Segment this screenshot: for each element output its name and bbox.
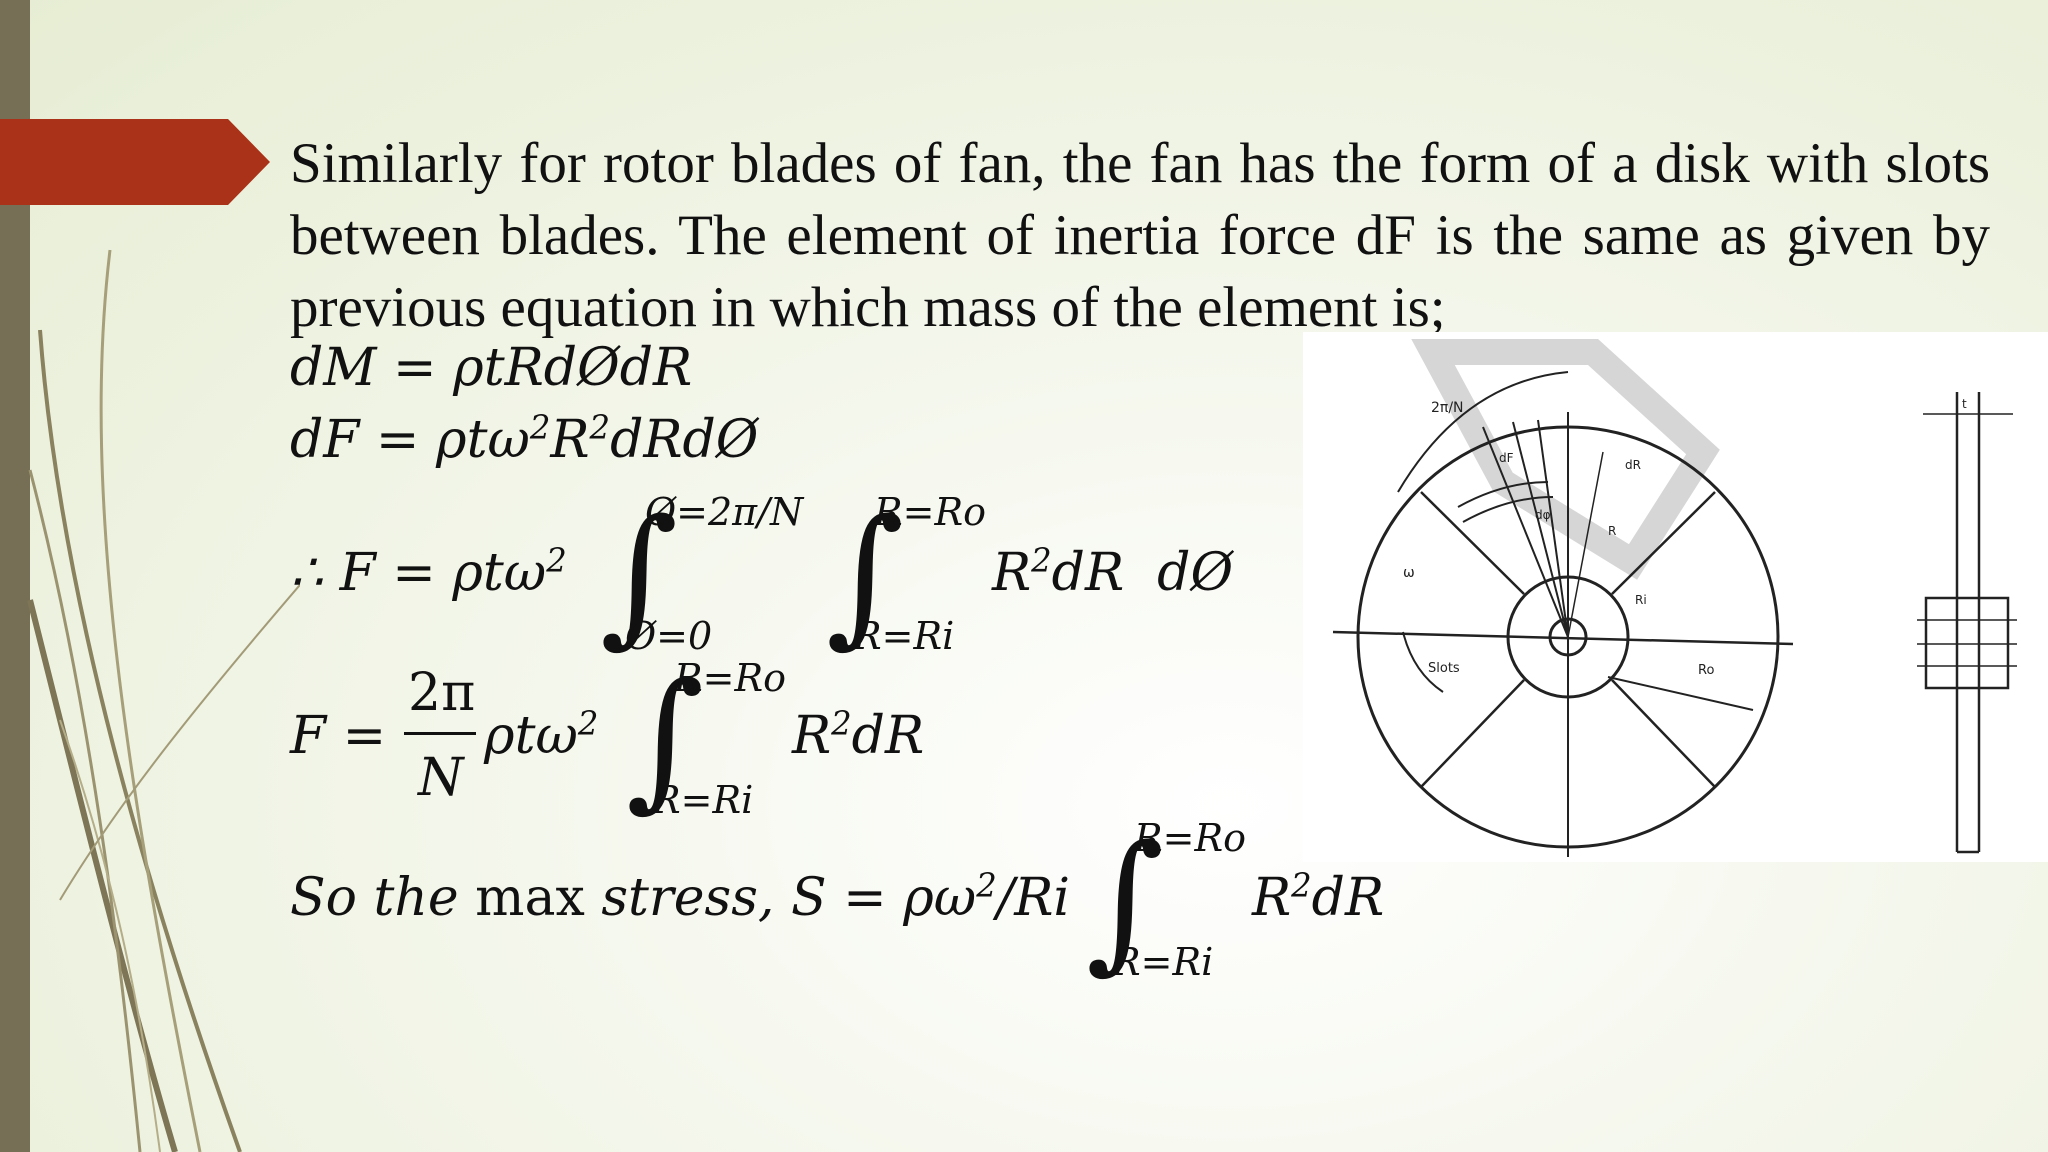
fan-disk-drawing: 2π/N dF dR dφ R Ri Ro Slots ω t [1332,339,2017,857]
label-r: R [1608,524,1616,538]
integral-r-upper: R=Ro [874,490,986,534]
decorative-swooshes [27,249,300,1152]
stress-integrand-r: R [1252,868,1292,928]
fraction-bar [404,732,476,735]
integral-phi-lower: Ø=0 [625,614,713,658]
integral-r-lower: R=Ri [853,614,955,658]
stress-so-the: So the [290,868,459,928]
stress-sup: 2 [976,866,997,905]
equation-f-fraction-left: F = [290,706,386,766]
equation-f2-rho: ρtω [484,706,578,766]
equation-df-left: dF = ρtω [290,410,530,470]
equation-f2-left: F = [290,706,387,766]
equation-dm-text: dM = ρtRdØdR [290,338,693,398]
watermark-shape [1411,339,1720,580]
stress-over-ri: /Ri [996,868,1071,928]
equation-dm: dM = ρtRdØdR [290,338,692,398]
integral-f2-lower: R=Ri [652,778,754,822]
equation-f2-mid: ρtω2 [484,706,598,766]
equation-f-integrand: R2dR dØ [992,543,1233,603]
body-paragraph: Similarly for rotor blades of fan, the f… [290,132,1990,339]
label-ri: Ri [1635,593,1647,607]
equation-df: dF = ρtω2R2dRdØ [290,410,758,470]
fraction-numerator: 2π [408,663,476,723]
equation-f2-sup: 2 [577,704,599,743]
integrand-rest: dR dØ [1051,543,1234,603]
f2-integrand-rest: dR [851,706,925,766]
fan-disk-figure: 2π/N dF dR dφ R Ri Ro Slots ω t [1303,332,2048,862]
title-arrow-marker [0,119,270,205]
label-df: dF [1499,451,1514,465]
stress-integrand: R2dR [1252,868,1384,928]
side-view-hub [1924,596,2010,690]
equation-f-left: ∴ F = ρtω [290,543,547,603]
label-dphi: dφ [1535,508,1551,522]
integral-sign-stress: ∫ [1086,814,1165,988]
equation-max-stress: So the max stress, S = ρω2/Ri [290,868,1070,928]
equation-df-sup1: 2 [529,408,551,447]
equation-f2-integrand: R2dR [792,706,924,766]
equation-df-sup2: 2 [589,408,611,447]
integral-sign-f2: ∫ [626,652,705,826]
label-angle: 2π/N [1431,400,1464,416]
integral-sign-phi: ∫ [600,488,679,662]
label-slots: Slots [1428,661,1460,676]
stress-integrand-sup: 2 [1291,866,1312,905]
integrand-r: R [992,543,1032,603]
label-omega: ω [1403,565,1415,581]
f2-integrand-sup: 2 [831,704,852,743]
fraction-denominator: N [418,748,464,808]
stress-integrand-rest: dR [1311,868,1385,928]
equation-df-right: dRdØ [610,410,759,470]
integral-f2-upper: R=Ro [674,656,786,700]
label-thickness: t [1962,397,1967,411]
integrand-sup: 2 [1031,541,1052,580]
f2-integrand-r: R [792,706,832,766]
integral-sign-r: ∫ [826,488,905,662]
label-dr: dR [1625,458,1641,472]
label-ro: Ro [1698,663,1714,678]
equation-f-integral-left: ∴ F = ρtω2 [290,543,567,603]
stress-max: max [475,868,585,928]
stress-formula: stress, S = ρω [601,868,977,928]
equation-f-sup: 2 [546,541,567,580]
integral-stress-lower: R=Ri [1112,940,1214,984]
equation-df-mid: R [550,410,590,470]
integral-stress-upper: R=Ro [1134,816,1246,860]
integral-phi-upper: Ø=2π/N [645,490,804,534]
